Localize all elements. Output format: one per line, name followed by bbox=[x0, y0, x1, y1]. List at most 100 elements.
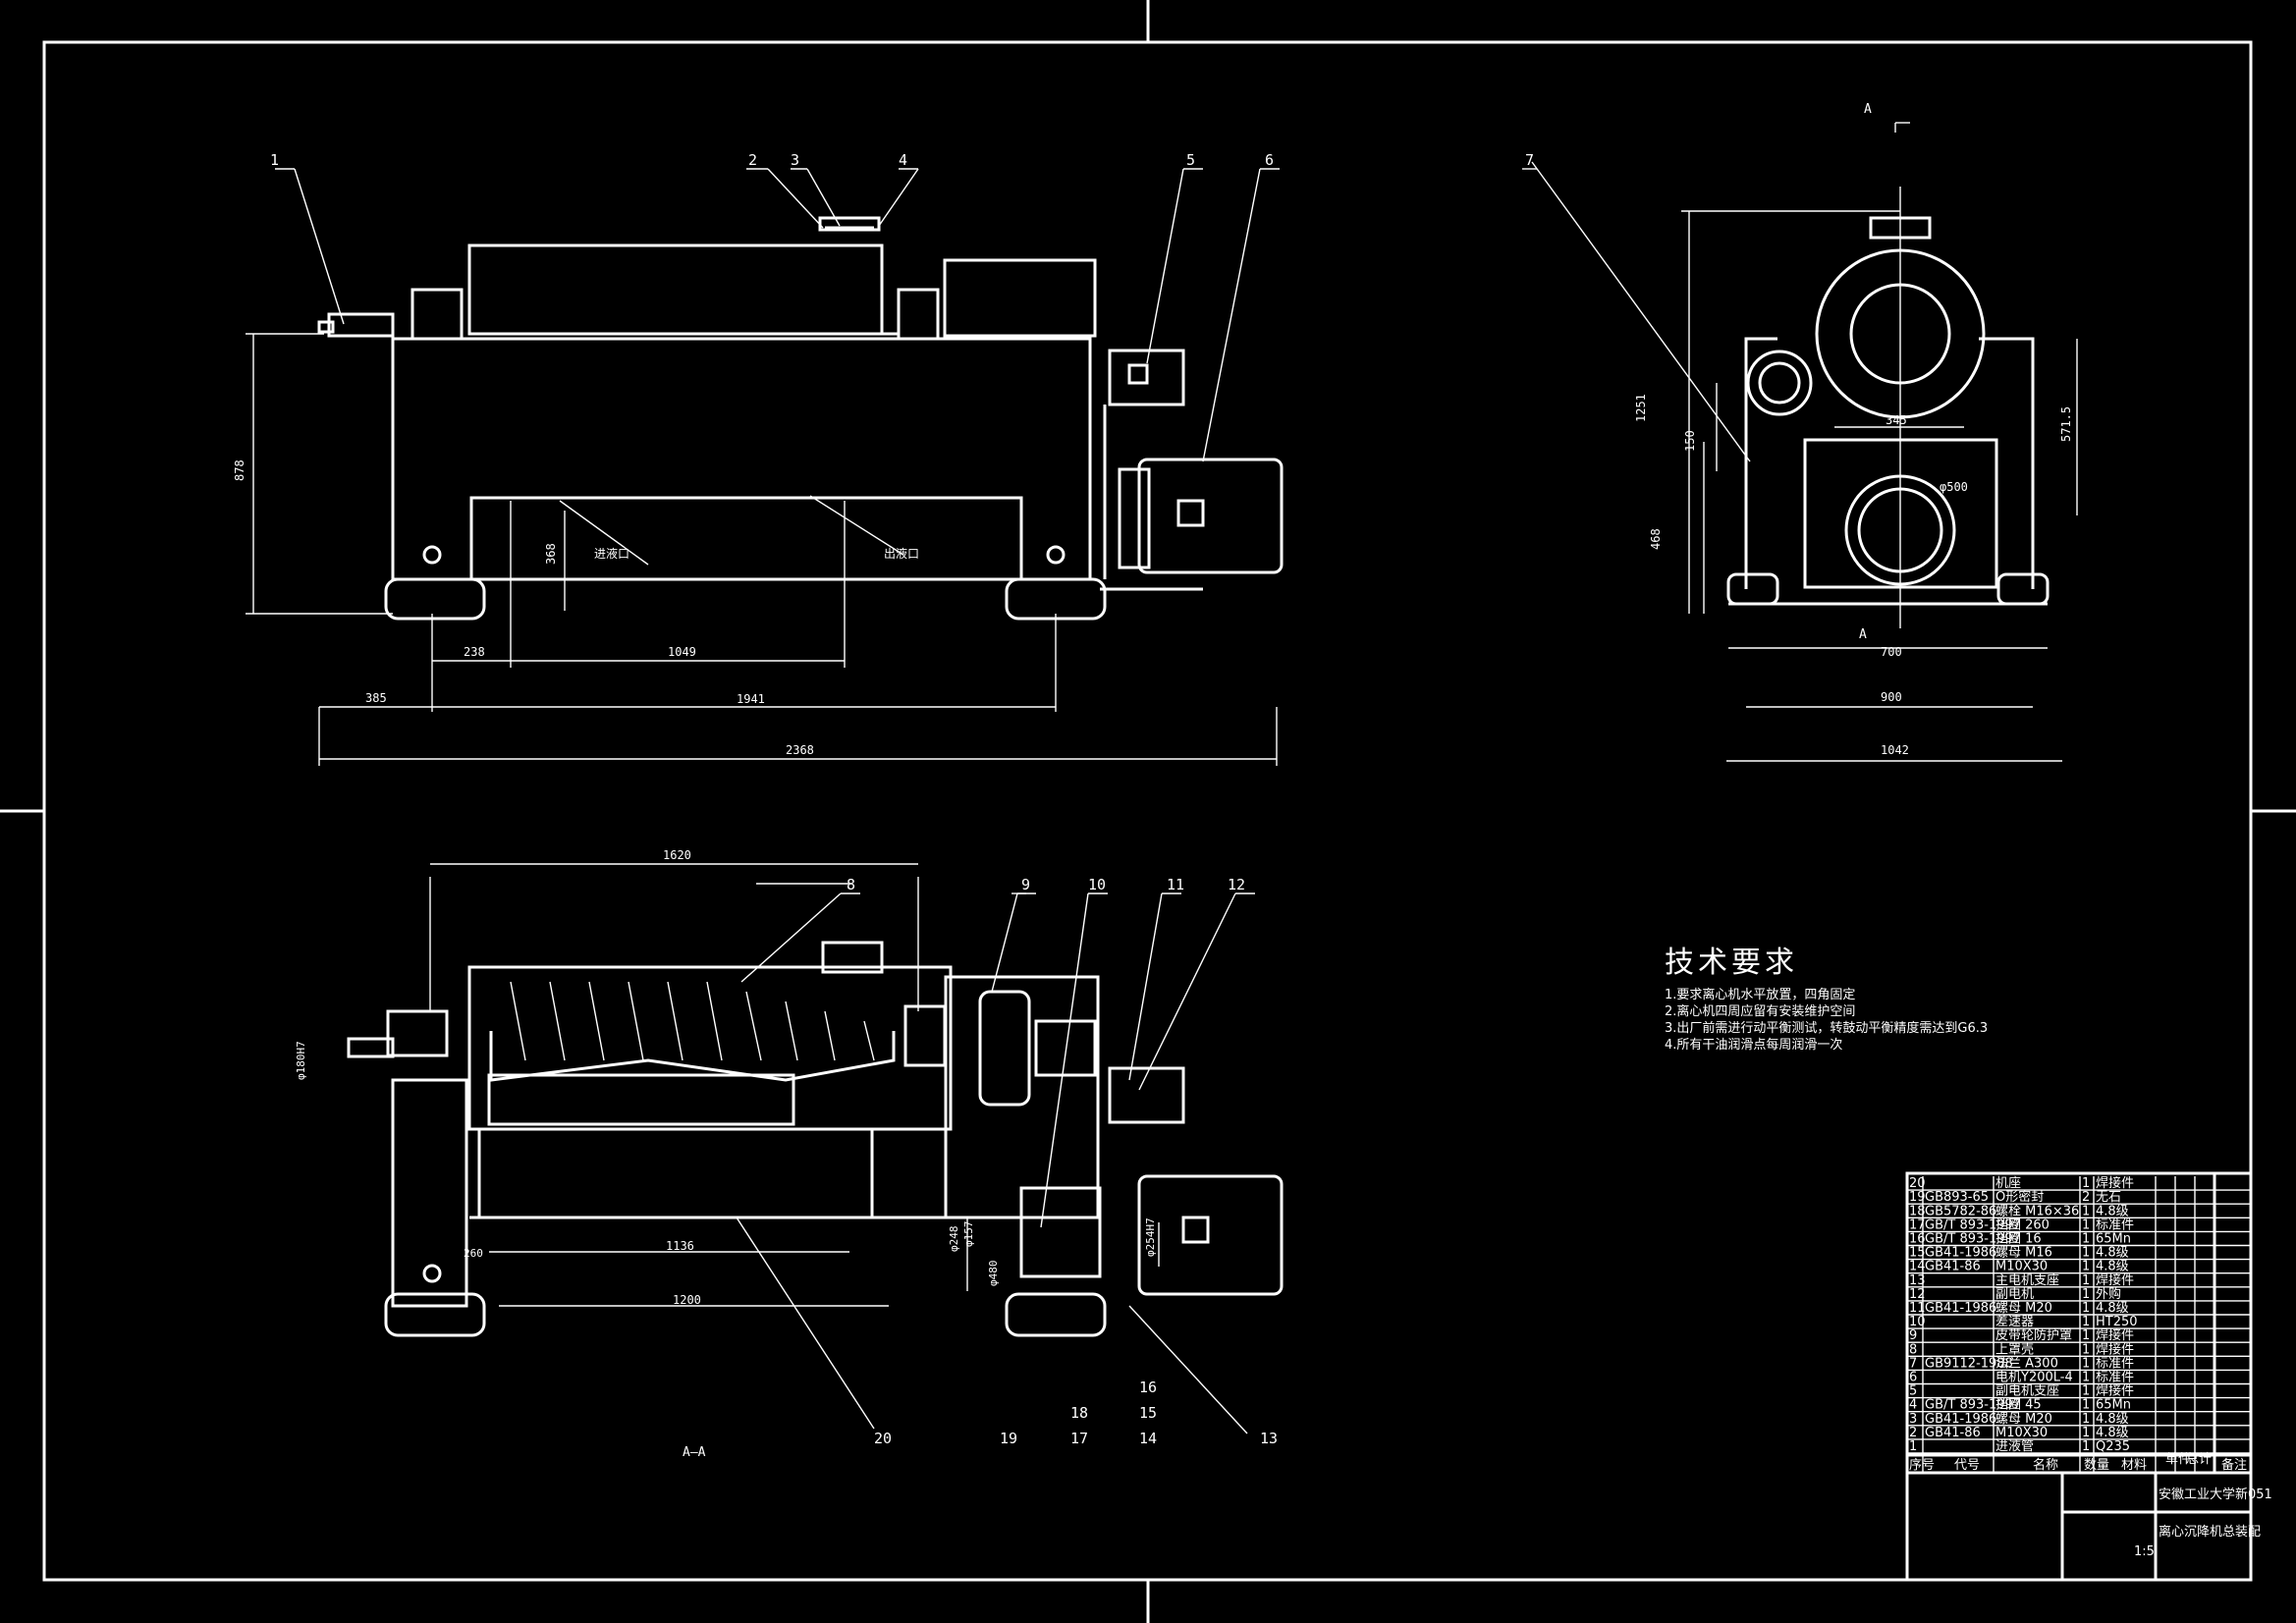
tb-part-cell: 上罩壳 bbox=[1995, 1342, 2034, 1357]
tb-part-cell: 标准件 bbox=[2096, 1217, 2134, 1232]
tb-part-cell: GB/T 893-1997 bbox=[1925, 1232, 2021, 1247]
tb-part-cell: 焊接件 bbox=[2096, 1341, 2134, 1357]
tb-part-cell: 焊接件 bbox=[2096, 1327, 2134, 1343]
dim-571-5: 571.5 bbox=[2059, 406, 2073, 442]
tb-part-cell: GB/T 893-1997 bbox=[1925, 1217, 2021, 1232]
balloon-2: 2 bbox=[748, 151, 757, 169]
tb-part-cell: 1 bbox=[2082, 1426, 2090, 1440]
front-view: 385 238 1049 1941 2368 878 368 进液口 出液口 bbox=[233, 216, 1284, 766]
tech-item-1: 1.要求离心机水平放置，四角固定 bbox=[1665, 988, 1856, 1002]
dim-1620: 1620 bbox=[663, 848, 691, 862]
tb-part-cell: GB41-1986 bbox=[1925, 1412, 1996, 1427]
tb-part-cell: O形密封 bbox=[1995, 1189, 2044, 1205]
tb-header-unit: 单件 bbox=[2165, 1452, 2191, 1467]
tb-part-cell: Q235 bbox=[2096, 1439, 2130, 1454]
tb-part-cell: 1 bbox=[2082, 1217, 2090, 1232]
balloon-1: 1 bbox=[270, 151, 279, 169]
dim-phi157: φ157 bbox=[962, 1221, 975, 1248]
dim-900: 900 bbox=[1881, 690, 1902, 704]
tb-part-cell: 1 bbox=[2082, 1176, 2090, 1191]
tb-scale: 1:5 bbox=[2134, 1544, 2155, 1559]
tb-header-total: 总计 bbox=[2186, 1452, 2212, 1467]
balloon-10: 10 bbox=[1088, 876, 1106, 893]
tb-headers: 序号 代号 名称 数量 材料 单件 总计 备注 bbox=[1909, 1452, 2247, 1473]
dim-700: 700 bbox=[1881, 645, 1902, 659]
dim-1200: 1200 bbox=[673, 1293, 701, 1307]
tech-title: 技术要求 bbox=[1665, 946, 1798, 980]
tb-part-cell: 19 bbox=[1909, 1190, 1926, 1205]
tech-requirements: 技术要求 1.要求离心机水平放置，四角固定 2.离心机四周应留有安装维护空间 3… bbox=[1665, 938, 1988, 1054]
tb-part-cell: GB893-65 bbox=[1925, 1190, 1989, 1205]
tb-part-cell: 螺母 M20 bbox=[1995, 1301, 2052, 1316]
tb-part-cell: GB41-1986 bbox=[1925, 1301, 1996, 1316]
tb-school: 安徽工业大学新051 bbox=[2159, 1487, 2272, 1502]
tb-header-remark: 备注 bbox=[2221, 1457, 2247, 1473]
tb-part-cell: GB41-86 bbox=[1925, 1426, 1981, 1440]
tb-part-cell: 焊接件 bbox=[2096, 1383, 2134, 1399]
balloon-19: 19 bbox=[1000, 1430, 1017, 1447]
tb-part-cell: 3 bbox=[1909, 1412, 1917, 1427]
tb-part-cell: 4.8级 bbox=[2096, 1246, 2129, 1261]
tb-part-cell: 标准件 bbox=[2096, 1356, 2134, 1371]
balloon-15: 15 bbox=[1139, 1404, 1157, 1422]
tb-part-cell: 65Mn bbox=[2096, 1398, 2131, 1413]
dim-1941: 1941 bbox=[737, 692, 765, 706]
tb-part-cell: 1 bbox=[2082, 1315, 2090, 1329]
tb-part-cell: GB9112-1988 bbox=[1925, 1356, 2013, 1371]
tb-header-qty: 数量 bbox=[2084, 1458, 2109, 1473]
balloon-20: 20 bbox=[874, 1430, 892, 1447]
dim-878: 878 bbox=[233, 460, 246, 481]
dim-phi480: φ480 bbox=[987, 1261, 1000, 1287]
tb-part-cell: 65Mn bbox=[2096, 1232, 2131, 1247]
dim-2368: 2368 bbox=[786, 743, 814, 757]
balloon-12: 12 bbox=[1228, 876, 1245, 893]
balloon-9: 9 bbox=[1021, 876, 1030, 893]
balloon-17: 17 bbox=[1070, 1430, 1088, 1447]
tb-part-cell: 4.8级 bbox=[2096, 1204, 2129, 1218]
tb-part-cell: 标准件 bbox=[2096, 1371, 2134, 1385]
tb-part-cell: 1 bbox=[1909, 1439, 1917, 1454]
balloon-14: 14 bbox=[1139, 1430, 1157, 1447]
balloon-16: 16 bbox=[1139, 1379, 1157, 1396]
dim-phi248: φ248 bbox=[948, 1226, 960, 1253]
tb-part-cell: 焊接件 bbox=[2096, 1175, 2134, 1191]
drawing-border bbox=[42, 40, 2253, 1582]
balloon-13: 13 bbox=[1260, 1430, 1278, 1447]
tb-part-cell: GB/T 893-1997 bbox=[1925, 1398, 2021, 1413]
balloon-labels: 1 2 3 4 5 6 7 8 9 10 11 12 13 14 15 16 1… bbox=[270, 151, 1534, 1447]
tb-part-cell: 4.8级 bbox=[2096, 1426, 2129, 1440]
tb-part-cell: 1 bbox=[2082, 1260, 2090, 1274]
tb-part-cell: M10X30 bbox=[1995, 1426, 2048, 1440]
tb-part-cell: 11 bbox=[1909, 1301, 1926, 1316]
tb-part-cell: 1 bbox=[2082, 1342, 2090, 1357]
tb-part-cell: 差速器 bbox=[1995, 1315, 2034, 1329]
balloon-4: 4 bbox=[899, 151, 907, 169]
tb-part-cell: 4.8级 bbox=[2096, 1301, 2129, 1316]
tb-part-cell: 螺母 M20 bbox=[1995, 1412, 2052, 1427]
dim-238: 238 bbox=[464, 645, 485, 659]
tb-part-cell: 无石 bbox=[2096, 1190, 2121, 1205]
tb-part-cell: 1 bbox=[2082, 1204, 2090, 1218]
tech-item-3: 3.出厂前需进行动平衡测试，转鼓动平衡精度需达到G6.3 bbox=[1665, 1021, 1989, 1036]
outlet-label: 出液口 bbox=[884, 546, 919, 561]
tb-part-cell: 副电机支座 bbox=[1995, 1384, 2059, 1399]
tb-part-cell: GB5782-86 bbox=[1925, 1204, 1996, 1218]
tb-part-cell: 10 bbox=[1909, 1315, 1926, 1329]
tb-part-cell: 1 bbox=[2082, 1412, 2090, 1427]
dim-phi254h7: φ254H7 bbox=[1144, 1217, 1157, 1257]
tb-part-cell: 5 bbox=[1909, 1384, 1917, 1399]
inlet-label: 进液口 bbox=[594, 546, 629, 561]
section-mark-top: A bbox=[1864, 102, 1872, 117]
tb-part-cell: HT250 bbox=[2096, 1315, 2138, 1329]
tb-part-cell: 2 bbox=[1909, 1426, 1917, 1440]
tb-part-cell: 8 bbox=[1909, 1342, 1917, 1357]
balloon-7: 7 bbox=[1525, 151, 1534, 169]
tb-part-cell: 1 bbox=[2082, 1328, 2090, 1343]
tb-part-cell: 18 bbox=[1909, 1204, 1926, 1218]
tech-item-4: 4.所有干油润滑点每周润滑一次 bbox=[1665, 1038, 1843, 1053]
dim-345: 345 bbox=[1886, 413, 1907, 427]
section-view: A—A 1620 1136 1200 φ180H7 φ248 φ157 φ480… bbox=[295, 848, 1284, 1460]
tb-part-cell: 1 bbox=[2082, 1439, 2090, 1454]
tb-part-cell: 15 bbox=[1909, 1246, 1926, 1261]
